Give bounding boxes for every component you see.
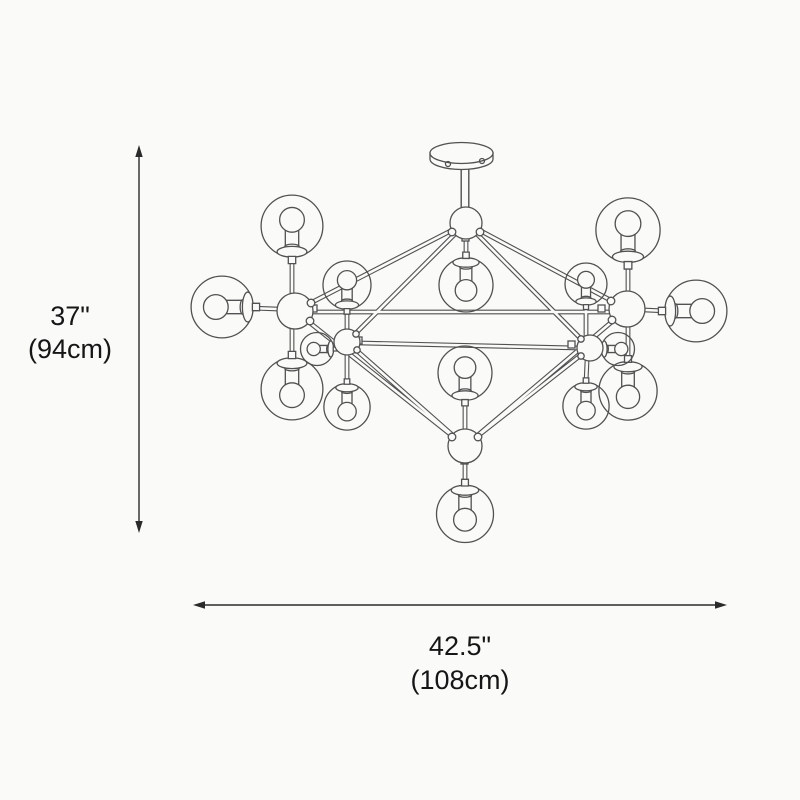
globe-left-out — [190, 275, 261, 339]
globe-right-up — [595, 197, 661, 270]
height-arrow-down-icon — [135, 521, 143, 533]
globe-right-down — [598, 354, 658, 421]
height-dimension: 37" (94cm) — [28, 145, 143, 533]
globe-right-out — [657, 279, 728, 343]
canopy-screw-hole — [478, 157, 486, 165]
hub-bottom — [447, 428, 483, 464]
width-arrow-right-icon — [715, 601, 727, 609]
hub-top — [449, 206, 483, 240]
width-inches-label: 42.5" — [429, 631, 491, 661]
globe-back-left-up — [322, 260, 372, 315]
height-arrow-up-icon — [135, 145, 143, 157]
canopy-screw-hole — [444, 160, 452, 168]
globe-back-right-up — [564, 262, 608, 311]
chandelier-drawing — [190, 141, 728, 544]
width-dimension: 42.5" (108cm) — [193, 601, 727, 695]
hub-lugs — [305, 227, 617, 442]
globe-left-down — [260, 350, 324, 421]
globe-back-left-down — [323, 378, 371, 431]
height-inches-label: 37" — [50, 301, 90, 331]
globes — [190, 194, 728, 544]
globe-bottom-hanging — [435, 478, 495, 544]
width-arrow-left-icon — [193, 601, 205, 609]
globe-center-hanging — [438, 251, 494, 313]
globe-left-up — [260, 194, 324, 265]
ceiling-canopy — [429, 141, 494, 171]
globe-center-standing — [437, 345, 493, 407]
hub-right — [608, 290, 646, 328]
height-cm-label: (94cm) — [28, 334, 112, 364]
width-cm-label: (108cm) — [410, 665, 509, 695]
hub-left — [276, 292, 314, 330]
